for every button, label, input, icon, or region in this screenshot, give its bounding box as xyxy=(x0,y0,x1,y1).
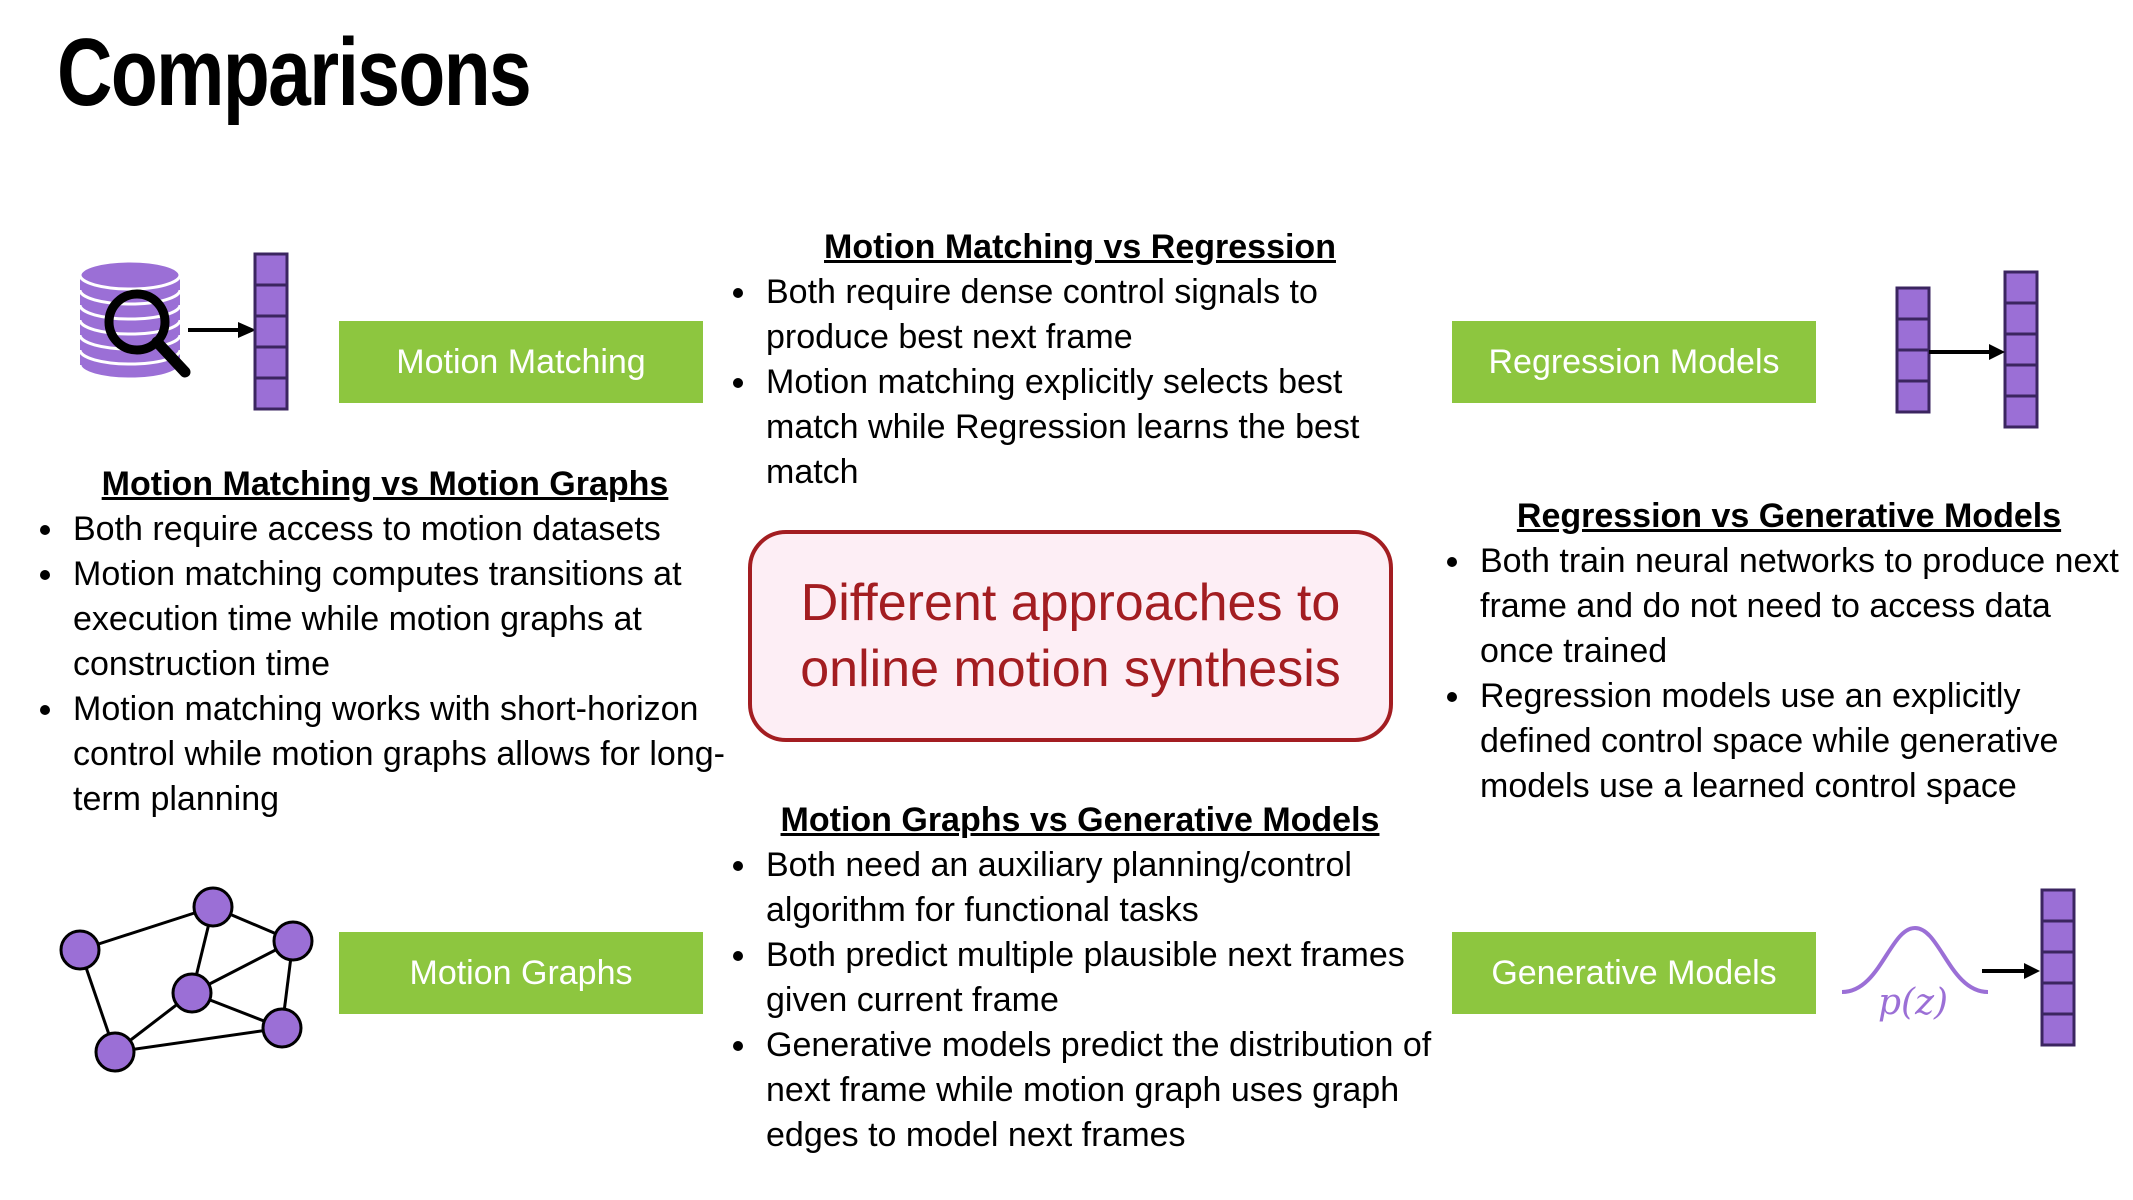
center-concept-text: Different approaches to online motion sy… xyxy=(800,574,1341,698)
generative-models-box: Generative Models xyxy=(1452,932,1816,1014)
list-item: Motion matching computes transitions at … xyxy=(67,552,737,687)
feature-vector-icon xyxy=(253,252,289,411)
list-item: Regression models use an explicitly defi… xyxy=(1474,674,2124,809)
distribution-label: p(z) xyxy=(1878,982,1949,1023)
mm-vs-graphs-section: Motion Matching vs Motion Graphs Both re… xyxy=(27,462,737,822)
motion-matching-box: Motion Matching xyxy=(339,321,703,403)
regression-models-box: Regression Models xyxy=(1452,321,1816,403)
feature-vector-icon xyxy=(2040,888,2076,1047)
center-concept-box: Different approaches to online motion sy… xyxy=(748,530,1393,742)
list-item: Both need an auxiliary planning/control … xyxy=(760,843,1440,933)
regression-vector-icon xyxy=(1895,270,2039,429)
regression-vs-generative-heading: Regression vs Generative Models xyxy=(1516,497,2062,535)
motion-graphs-box: Motion Graphs xyxy=(339,932,703,1014)
arrow-icon xyxy=(188,322,256,338)
mm-vs-regression-section: Motion Matching vs Regression Both requi… xyxy=(720,225,1440,495)
mm-vs-regression-heading: Motion Matching vs Regression xyxy=(824,228,1336,266)
list-item: Both require access to motion datasets xyxy=(67,507,737,552)
list-item: Both require dense control signals to pr… xyxy=(760,270,1440,360)
list-item: Motion matching works with short-horizon… xyxy=(67,687,737,822)
list-item: Both train neural networks to produce ne… xyxy=(1474,539,2124,674)
gaussian-distribution-icon xyxy=(1841,925,1989,994)
regression-vs-generative-section: Regression vs Generative Models Both tra… xyxy=(1434,494,2124,809)
list-item: Both predict multiple plausible next fra… xyxy=(760,933,1440,1023)
database-search-icon xyxy=(78,259,191,381)
list-item: Motion matching explicitly selects best … xyxy=(760,360,1440,495)
slide-title: Comparisons xyxy=(57,19,532,126)
arrow-icon xyxy=(1982,963,2040,979)
graphs-vs-generative-section: Motion Graphs vs Generative Models Both … xyxy=(720,798,1440,1158)
graphs-vs-generative-heading: Motion Graphs vs Generative Models xyxy=(780,801,1380,839)
graph-icon xyxy=(59,886,314,1073)
mm-vs-graphs-heading: Motion Matching vs Motion Graphs xyxy=(101,465,669,503)
list-item: Generative models predict the distributi… xyxy=(760,1023,1440,1158)
